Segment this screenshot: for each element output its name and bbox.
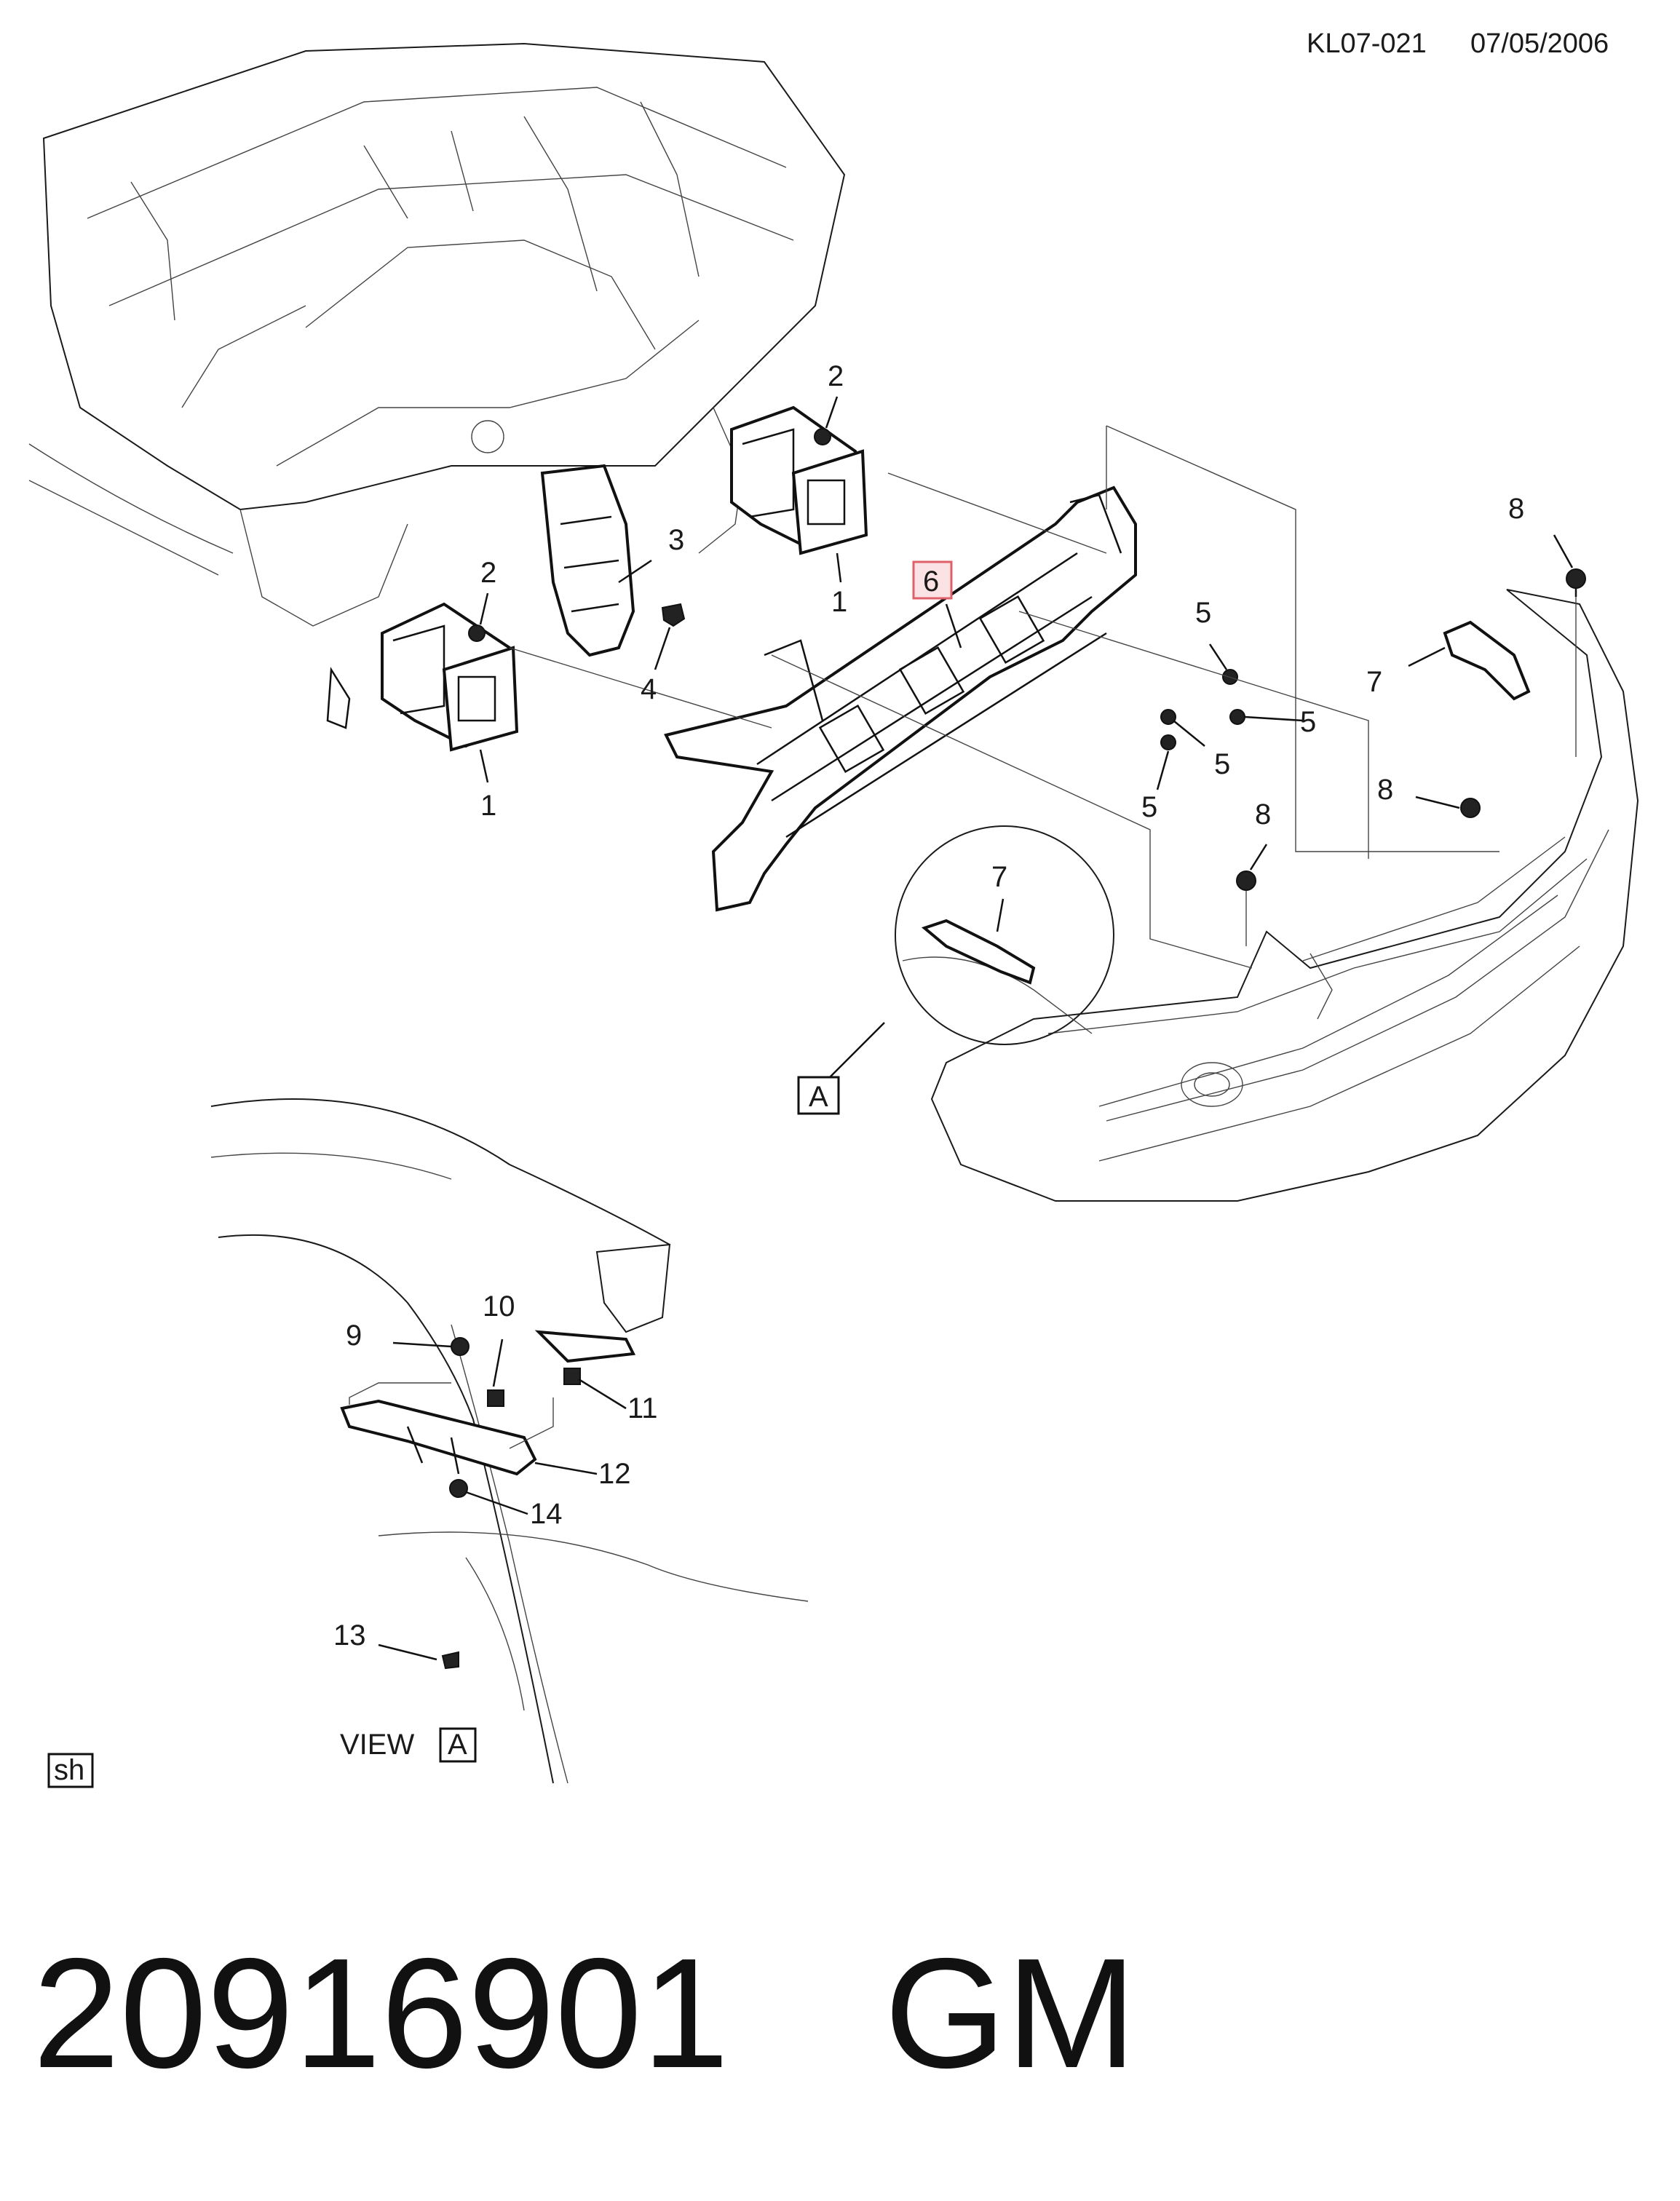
vehicle-front-structure: [28, 42, 846, 627]
clip-4: [661, 603, 686, 627]
view-a-detail: [210, 1098, 809, 1784]
view-a-label: VIEW A: [340, 1727, 477, 1763]
view-ref-box-letter: A: [809, 1081, 828, 1113]
callout-1-lower: 1: [480, 790, 496, 822]
callout-5-a: 5: [1195, 597, 1211, 629]
pushpin-8-low: [1236, 871, 1256, 891]
bracket-7: [1443, 620, 1531, 701]
reference-lines: [509, 425, 1577, 969]
callout-7-detail: 7: [991, 861, 1007, 893]
pushpin-8-mid: [1460, 798, 1481, 818]
callout-2-lower: 2: [480, 557, 496, 589]
bolt-2-lower: [468, 624, 486, 642]
view-word: VIEW: [340, 1729, 414, 1761]
leader-lines: [378, 396, 1574, 1661]
callout-4: 4: [641, 673, 657, 705]
callout-1-upper: 1: [831, 586, 847, 618]
bolt-5-b: [1229, 709, 1245, 725]
callout-6-highlight: 6: [912, 560, 953, 600]
sh-tag: sh: [47, 1753, 94, 1788]
brand-name: GM: [884, 1925, 1136, 2101]
callout-8-top: 8: [1508, 493, 1524, 525]
callout-14: 14: [530, 1498, 563, 1530]
doc-date: 07/05/2006: [1470, 28, 1609, 59]
callout-6: 6: [923, 566, 939, 598]
callout-5-d: 5: [1141, 791, 1157, 823]
impact-bar-6: [664, 485, 1137, 912]
part-number: 20916901: [33, 1925, 729, 2101]
bracket-1-lower: [326, 602, 519, 752]
callout-7-main: 7: [1366, 666, 1382, 698]
callout-9: 9: [346, 1320, 362, 1352]
shield-3: [540, 464, 635, 657]
callout-5-b: 5: [1300, 706, 1316, 738]
pushpin-8-top: [1566, 568, 1586, 597]
callout-5-c: 5: [1214, 748, 1230, 780]
bracket-1-upper: [730, 405, 868, 555]
detail-circle-a: A: [797, 825, 1114, 1115]
callout-12: 12: [598, 1458, 631, 1490]
front-fascia: [930, 589, 1639, 1202]
bolt-5-d: [1160, 734, 1176, 750]
callout-10: 10: [483, 1290, 515, 1322]
bolt-5-c: [1160, 709, 1176, 725]
view-letter: A: [448, 1729, 467, 1761]
callout-11: 11: [627, 1392, 658, 1424]
callout-3: 3: [668, 524, 684, 556]
sh-tag-text: sh: [54, 1754, 84, 1786]
bolt-2-upper: [814, 428, 831, 445]
callout-13: 13: [333, 1619, 366, 1651]
callout-8-low: 8: [1255, 798, 1271, 830]
callout-8-mid: 8: [1377, 774, 1393, 806]
doc-code: KL07-021: [1307, 28, 1427, 59]
callout-2-upper: 2: [828, 360, 844, 392]
